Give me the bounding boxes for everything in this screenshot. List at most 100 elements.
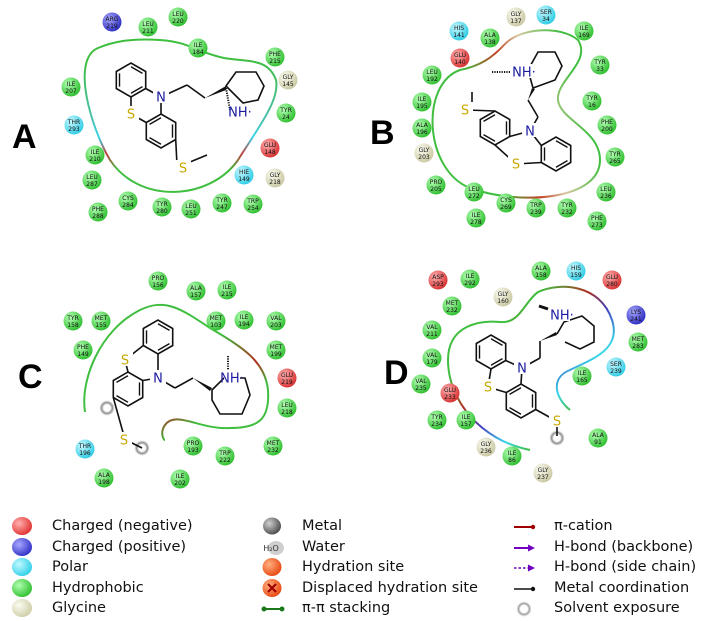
residue-number: 219 bbox=[106, 23, 118, 30]
residue-name: MET bbox=[95, 315, 108, 322]
legend-label: Hydrophobic bbox=[52, 579, 144, 596]
residue-name: LEU bbox=[185, 203, 197, 210]
residue-name: ALA bbox=[592, 432, 605, 439]
residue-sphere bbox=[628, 332, 648, 352]
legend-item: Displaced hydration site bbox=[258, 578, 478, 599]
residue-sphere bbox=[596, 182, 616, 202]
residue-sphere bbox=[496, 193, 516, 213]
residue-sphere bbox=[466, 208, 486, 228]
residue-number: 86 bbox=[508, 457, 516, 464]
residue-name: ILE bbox=[176, 473, 185, 480]
residue-name: LEU bbox=[281, 402, 293, 409]
residue-number: 292 bbox=[464, 280, 476, 287]
residue-number: 199 bbox=[270, 351, 282, 358]
crossed-sphere-icon bbox=[258, 578, 288, 598]
blue-sphere-icon bbox=[8, 537, 38, 557]
residue-sphere bbox=[605, 147, 625, 167]
residue-name: CYS bbox=[122, 195, 134, 202]
grey-halo-icon bbox=[510, 598, 540, 618]
residue-sphere bbox=[118, 191, 138, 211]
residue-number: 273 bbox=[591, 222, 603, 229]
legend-label: H-bond (side chain) bbox=[554, 559, 697, 576]
residue-name: PHE bbox=[77, 344, 89, 351]
residue-name: HIS bbox=[571, 265, 581, 272]
residue-number: 218 bbox=[281, 409, 293, 416]
legend-col-1: Charged (negative) Charged (positive) Po… bbox=[8, 516, 193, 619]
beige-sphere-icon bbox=[8, 598, 38, 618]
residue-name: ILE bbox=[466, 273, 475, 280]
residue-number: 156 bbox=[152, 282, 164, 289]
residue-name: TRP bbox=[529, 202, 542, 209]
amine-nh-atom: NH· bbox=[550, 309, 574, 324]
residue-name: GLY bbox=[538, 467, 549, 474]
legend-item: π-cation bbox=[510, 516, 696, 537]
residue-number: 157 bbox=[460, 421, 472, 428]
residue-sphere bbox=[265, 47, 285, 67]
legend-label: Charged (positive) bbox=[52, 538, 187, 555]
residue-name: ALA bbox=[416, 122, 429, 129]
residue-name: GLY bbox=[283, 74, 294, 81]
residue-name: TYR bbox=[155, 201, 168, 208]
residue-number: 138 bbox=[484, 39, 496, 46]
water-glyph: H₂O bbox=[263, 544, 279, 553]
residue-name: MET bbox=[632, 336, 645, 343]
amine-nh-atom: NH· bbox=[512, 66, 536, 81]
residue-sphere bbox=[217, 280, 237, 300]
panel-label-a: A bbox=[12, 118, 37, 156]
legend-label: Polar bbox=[52, 559, 88, 576]
residue-number: 159 bbox=[570, 272, 582, 279]
legend-label: Glycine bbox=[52, 600, 106, 617]
residue-number: 280 bbox=[156, 208, 168, 215]
residue-name: MET bbox=[270, 344, 283, 351]
residue-name: ILE bbox=[418, 96, 427, 103]
residue-sphere bbox=[215, 446, 235, 466]
residue-number: 222 bbox=[219, 457, 231, 464]
residue-number: 160 bbox=[497, 298, 509, 305]
residue-sphere bbox=[276, 103, 296, 123]
residue-name: LEU bbox=[426, 69, 438, 76]
residue-number: 284 bbox=[122, 202, 134, 209]
residue-number: 287 bbox=[86, 181, 98, 188]
residue-sphere bbox=[260, 138, 280, 158]
sulfur-atom-methylthio: S bbox=[553, 415, 561, 430]
residue-name: LEU bbox=[172, 11, 184, 18]
purple-dashed-arrow-icon bbox=[510, 557, 540, 577]
residue-name: PRO bbox=[187, 440, 200, 447]
residue-sphere bbox=[412, 118, 432, 138]
residue-sphere bbox=[263, 436, 283, 456]
residue-number: 288 bbox=[92, 213, 104, 220]
residue-sphere bbox=[94, 468, 114, 488]
residue-number: 165 bbox=[576, 377, 588, 384]
sulfur-atom: S bbox=[512, 158, 520, 173]
residue-number: 280 bbox=[606, 281, 618, 288]
residue-sphere bbox=[91, 311, 111, 331]
residue-sphere bbox=[464, 182, 484, 202]
residue-name: ILE bbox=[580, 25, 589, 32]
residue-number: 16 bbox=[588, 102, 596, 109]
residue-sphere bbox=[426, 175, 446, 195]
residue-number: 34 bbox=[542, 16, 550, 23]
legend-item: Metal coordination bbox=[510, 578, 696, 599]
legend-label: Water bbox=[302, 538, 345, 555]
